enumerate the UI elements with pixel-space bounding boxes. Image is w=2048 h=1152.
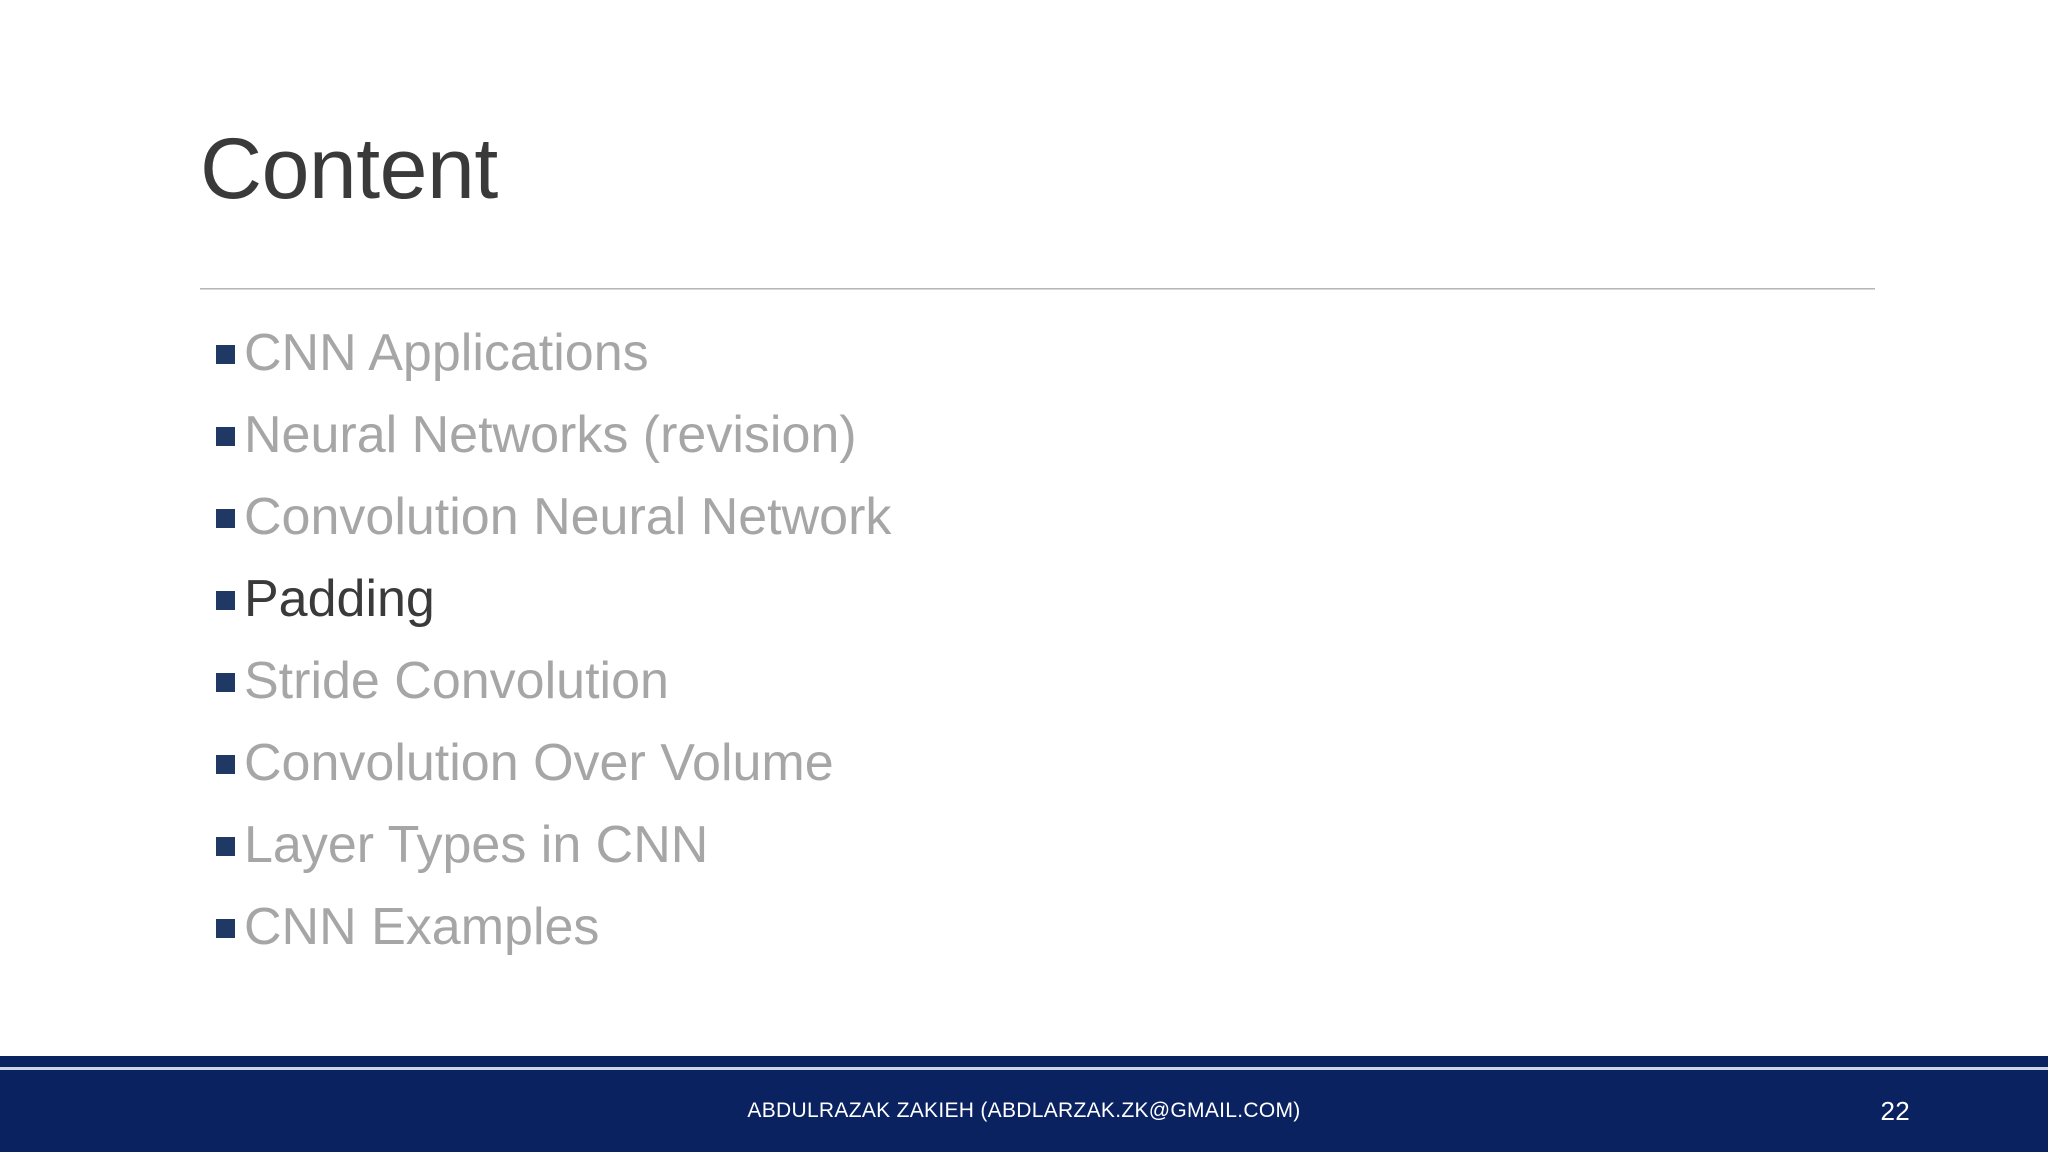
footer-credit-text: ABDULRAZAK ZAKIEH (ABDLARZAK.ZK@GMAIL.CO… xyxy=(747,1099,1301,1122)
page-title: Content xyxy=(200,121,498,217)
slide-page-number: 22 xyxy=(1880,1095,1910,1126)
list-item-label: Convolution Neural Network xyxy=(244,488,892,546)
list-item[interactable]: CNN Examples xyxy=(216,886,1876,968)
bullet-square-icon xyxy=(216,836,235,856)
title-divider xyxy=(200,288,1875,290)
list-item-label: Convolution Over Volume xyxy=(244,734,834,792)
list-item-label: Padding xyxy=(244,570,435,628)
footer-divider-gap xyxy=(0,1067,2048,1070)
list-item-label: Layer Types in CNN xyxy=(244,816,709,874)
list-item-label: CNN Examples xyxy=(244,898,600,956)
list-item[interactable]: Neural Networks (revision) xyxy=(216,394,1876,476)
list-item[interactable]: Padding xyxy=(216,558,1876,640)
list-item-label: Stride Convolution xyxy=(244,652,669,710)
bullet-square-icon xyxy=(216,672,235,692)
list-item[interactable]: Layer Types in CNN xyxy=(216,804,1876,886)
list-item[interactable]: Convolution Over Volume xyxy=(216,722,1876,804)
title-block: Content xyxy=(200,126,1876,212)
bullet-square-icon xyxy=(216,754,235,774)
footer-top-stripe xyxy=(0,1056,2048,1067)
bullet-square-icon xyxy=(216,426,235,446)
bullet-square-icon xyxy=(216,344,235,364)
list-item[interactable]: Convolution Neural Network xyxy=(216,476,1876,558)
list-item-label: Neural Networks (revision) xyxy=(244,406,857,464)
bullet-square-icon xyxy=(216,918,235,938)
bullet-square-icon xyxy=(216,590,235,610)
list-item-label: CNN Applications xyxy=(244,324,649,382)
footer-bar: ABDULRAZAK ZAKIEH (ABDLARZAK.ZK@GMAIL.CO… xyxy=(0,1070,2048,1152)
list-item[interactable]: CNN Applications xyxy=(216,312,1876,394)
list-item[interactable]: Stride Convolution xyxy=(216,640,1876,722)
bullet-square-icon xyxy=(216,508,235,528)
